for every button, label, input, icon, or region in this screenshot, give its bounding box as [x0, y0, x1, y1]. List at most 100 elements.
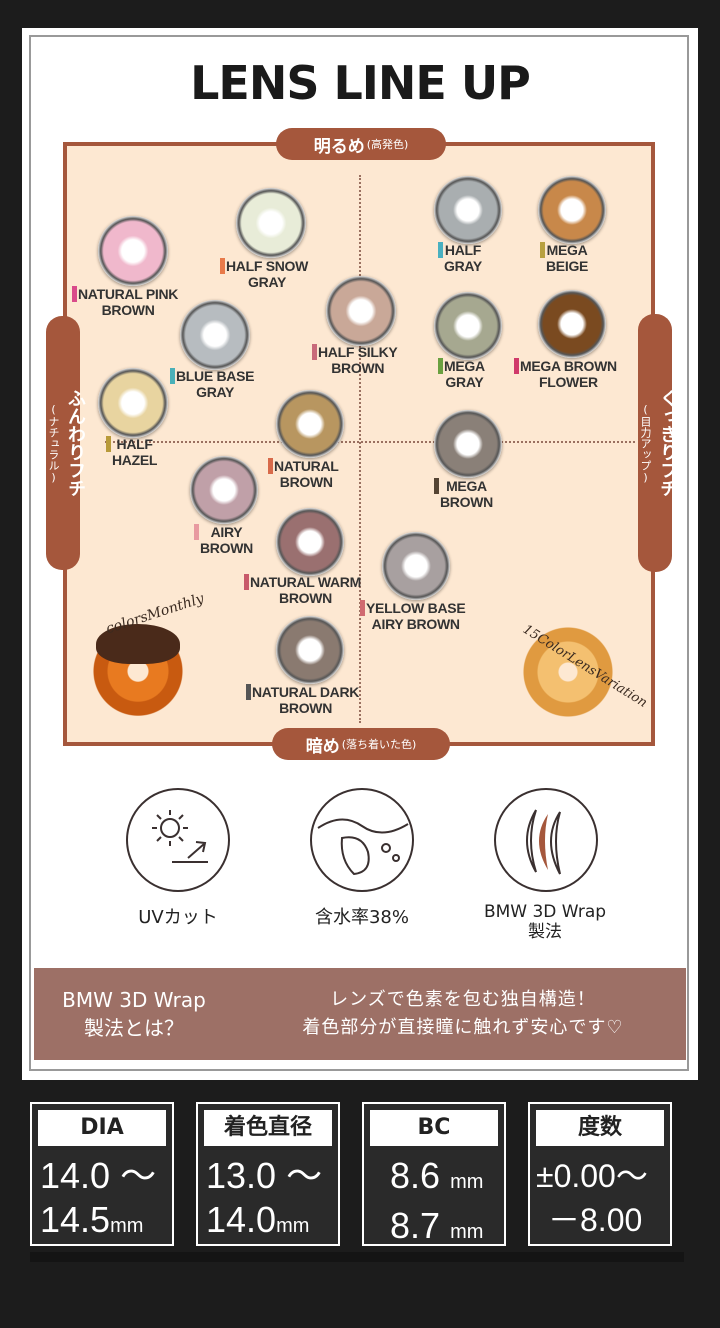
wrap-feature-label-line2: 製法 — [528, 922, 562, 942]
lens-label-line2: BROWN — [101, 302, 155, 318]
spec-dia: DIA 14.0 ～ 14.5mm — [30, 1102, 174, 1246]
lens-natural-brown-flag — [268, 458, 273, 474]
spec-shadow — [30, 1252, 684, 1262]
band-title-line1: BMW 3D Wrap — [62, 988, 206, 1012]
spec-bc-v1-row: 8.6 mm — [390, 1154, 518, 1204]
lens-mega-beige-flag — [540, 242, 545, 258]
lens-layers-icon — [526, 809, 561, 875]
lens-label-line1: HALF SNOW — [226, 258, 309, 274]
water-feature-label: 含水率38% — [314, 907, 409, 928]
spec-power-head: 度数 — [536, 1110, 664, 1146]
lens-label-line2: BROWN — [331, 360, 385, 376]
lens-label-line2: HAZEL — [112, 452, 158, 468]
water-feature-circle — [310, 788, 414, 892]
lens-label-line1: HALF — [444, 242, 482, 258]
lens-label-line1: HALF SILKY — [318, 344, 398, 360]
lens-label-line1: HALF — [116, 436, 153, 452]
spec-cd-unit: mm — [276, 1215, 310, 1237]
lens-half-hazel-flag — [106, 436, 111, 452]
spec-bc-head: BC — [370, 1110, 498, 1146]
axis-left-pill: ふんわりフチ(ナチュラル) — [46, 316, 86, 570]
lens-label-line1: YELLOW BASE — [366, 600, 466, 616]
lens-half-silky-brown-flag — [312, 344, 317, 360]
spec-power-v2: －8.00 — [548, 1202, 643, 1238]
uv-feature-label: UVカット — [138, 907, 218, 928]
band-desc-line1: レンズで色素を包む独自構造！ — [330, 989, 596, 1010]
spec-power: 度数 ±0.00～ －8.00 — [528, 1102, 672, 1246]
spec-power-value: ±0.00～ －8.00 — [536, 1154, 664, 1242]
lens-yellow-base-airy-brown-flag — [360, 600, 365, 616]
lens-natural-dark-brown-flag — [246, 684, 251, 700]
lens-half-silky-brown-image — [326, 276, 396, 346]
lens-natural-warm-brown-flag — [244, 574, 249, 590]
lens-natural-warm-brown-image — [276, 508, 344, 576]
lens-label-line2: GRAY — [444, 258, 482, 274]
axis-bottom-pill: 暗め(落ち着いた色) — [272, 728, 450, 760]
map-horizontal-axis — [105, 441, 635, 443]
lens-mega-gray-flag — [438, 358, 443, 374]
band-title-line2: 製法とは？ — [84, 1016, 184, 1040]
band-desc-line2: 着色部分が直接瞳に触れず安心です♡ — [302, 1017, 624, 1038]
spec-bc-unit2: mm — [450, 1221, 484, 1243]
lens-label-line1: AIRY — [210, 524, 243, 540]
lens-label-line2: AIRY BROWN — [371, 616, 460, 632]
wrap-feature-circle — [494, 788, 598, 892]
lens-mega-brown-flower-image — [538, 290, 606, 358]
spec-dia-value: 14.0 ～ 14.5mm — [40, 1154, 168, 1248]
lens-half-gray-flag — [438, 242, 443, 258]
map-vertical-axis — [359, 175, 361, 723]
lens-label-line2: BROWN — [200, 540, 253, 556]
water-lens-icon — [317, 818, 409, 876]
band-description: レンズで色素を包む独自構造！ 着色部分が直接瞳に触れず安心です♡ — [248, 986, 678, 1042]
lens-label-line2: GRAY — [445, 374, 484, 390]
spec-color-diameter: 着色直径 13.0 ～ 14.0mm — [196, 1102, 340, 1246]
lens-blue-base-gray-image — [180, 300, 250, 370]
lens-mega-brown-image — [434, 410, 502, 478]
spec-power-v1: ±0.00～ — [536, 1158, 648, 1194]
lens-label-line2: BROWN — [279, 590, 332, 606]
uv-feature-circle — [126, 788, 230, 892]
lens-label-line1: MEGA BROWN — [520, 358, 617, 374]
lens-label-line1: MEGA — [446, 478, 487, 494]
lens-mega-brown-flower-flag — [514, 358, 519, 374]
wrap-feature-label: BMW 3D Wrap 製法 — [470, 902, 620, 942]
spec-cd-value: 13.0 ～ 14.0mm — [206, 1154, 334, 1248]
lens-mega-beige-image — [538, 176, 606, 244]
wrap-feature-label-line1: BMW 3D Wrap — [483, 902, 607, 922]
lens-label-line1: NATURAL WARM — [250, 574, 361, 590]
spec-bc-v1: 8.6 — [390, 1155, 441, 1196]
glazed-donut-icon — [522, 626, 614, 718]
lens-label-line2: BEIGE — [546, 258, 589, 274]
axis-top-pill: 明るめ(高発色) — [276, 128, 446, 160]
spec-bc-v2: 8.7 — [390, 1205, 441, 1246]
lens-label-line1: NATURAL — [274, 458, 339, 474]
lens-label-line1: MEGA — [546, 242, 588, 258]
lens-label-line2: GRAY — [248, 274, 287, 290]
spec-cd-v2-row: 14.0mm — [206, 1198, 334, 1248]
bmw-info-band: BMW 3D Wrap 製法とは？ レンズで色素を包む独自構造！ 着色部分が直接… — [34, 968, 686, 1060]
lens-natural-dark-brown-image — [276, 616, 344, 684]
lens-airy-brown-image — [190, 456, 258, 524]
lens-label-line1: NATURAL PINK — [78, 286, 179, 302]
lens-label-line2: GRAY — [196, 384, 235, 400]
lens-label-line1: MEGA — [444, 358, 485, 374]
page-title: LENS LINE UP — [190, 56, 531, 110]
spec-bc-value: 8.6 mm 8.7 mm — [390, 1154, 518, 1254]
lens-label-line2: BROWN — [279, 474, 333, 490]
lens-airy-brown-flag — [194, 524, 199, 540]
spec-cd-head: 着色直径 — [204, 1110, 332, 1146]
spec-bc-v2-row: 8.7 mm — [390, 1204, 518, 1254]
spec-bc: BC 8.6 mm 8.7 mm — [362, 1102, 506, 1246]
